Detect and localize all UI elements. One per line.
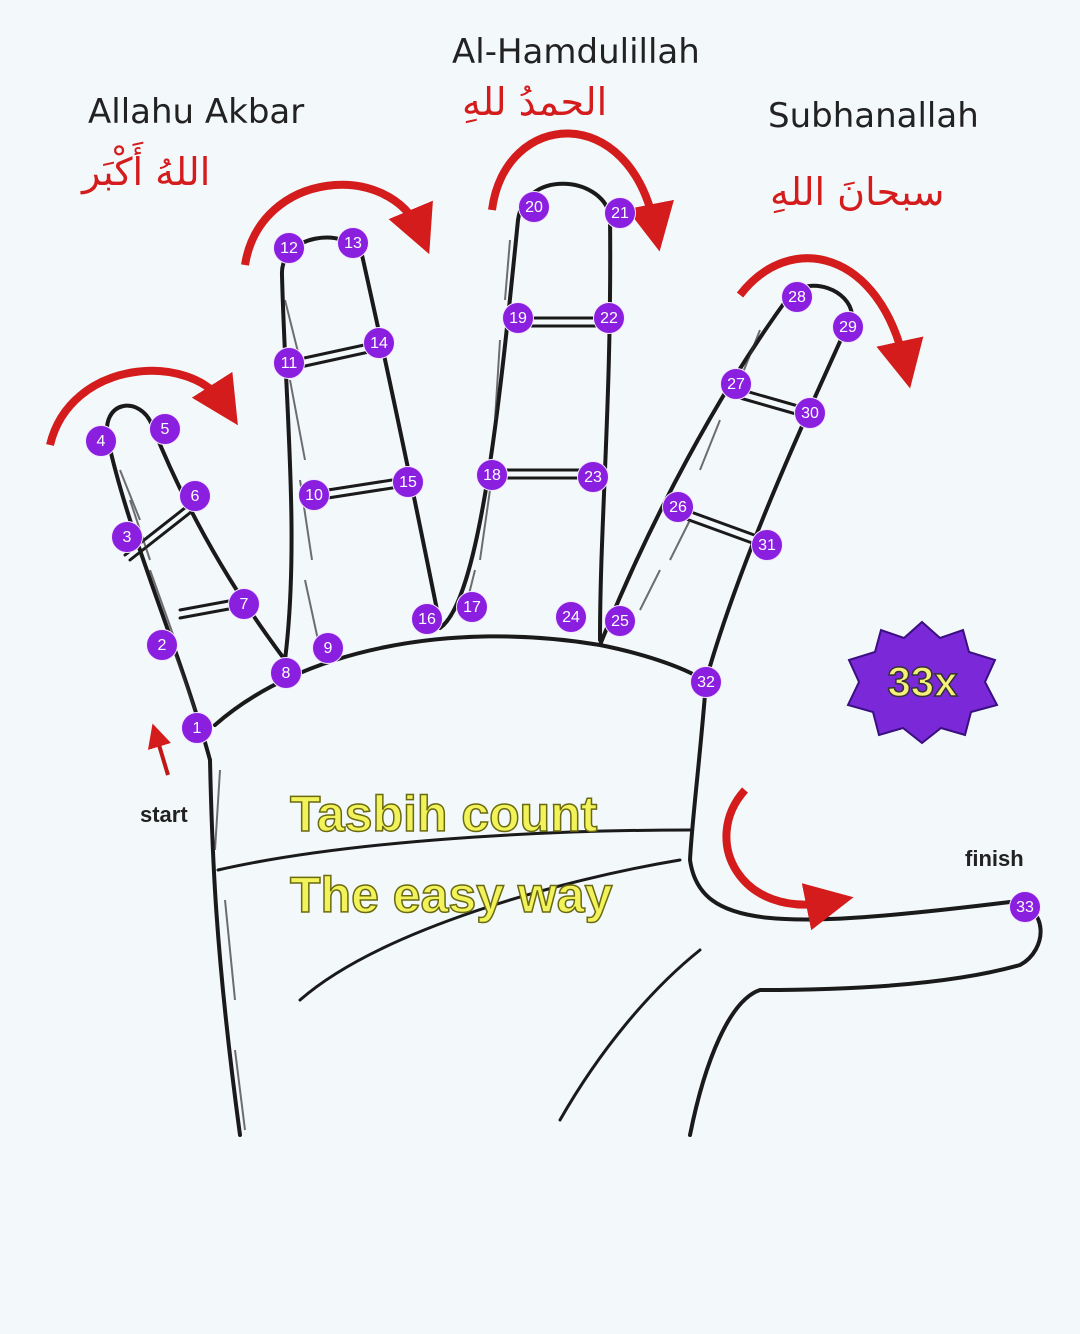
allahu-akbar-label: Allahu Akbar xyxy=(88,92,305,132)
count-marker-6: 6 xyxy=(179,480,211,512)
count-marker-1: 1 xyxy=(181,712,213,744)
count-marker-27: 27 xyxy=(720,368,752,400)
count-marker-20: 20 xyxy=(518,191,550,223)
count-badge: 33x xyxy=(845,620,1000,745)
start-label: start xyxy=(140,802,188,827)
alhamdulillah-arabic: الحمدُ للهِ xyxy=(462,80,608,124)
count-marker-30: 30 xyxy=(794,397,826,429)
count-marker-5: 5 xyxy=(149,413,181,445)
finish-label: finish xyxy=(965,846,1024,871)
count-marker-25: 25 xyxy=(604,605,636,637)
count-marker-29: 29 xyxy=(832,311,864,343)
count-marker-21: 21 xyxy=(604,197,636,229)
count-marker-4: 4 xyxy=(85,425,117,457)
count-marker-19: 19 xyxy=(502,302,534,334)
count-marker-28: 28 xyxy=(781,281,813,313)
count-marker-24: 24 xyxy=(555,601,587,633)
count-marker-26: 26 xyxy=(662,491,694,523)
starburst-icon xyxy=(846,620,999,745)
subhanallah-label: Subhanallah xyxy=(768,96,979,136)
count-marker-14: 14 xyxy=(363,327,395,359)
count-marker-33: 33 xyxy=(1009,891,1041,923)
count-marker-16: 16 xyxy=(411,603,443,635)
count-marker-10: 10 xyxy=(298,479,330,511)
count-marker-8: 8 xyxy=(270,657,302,689)
caption-line-2: The easy way xyxy=(289,866,613,924)
count-marker-32: 32 xyxy=(690,666,722,698)
count-marker-12: 12 xyxy=(273,232,305,264)
count-marker-23: 23 xyxy=(577,461,609,493)
count-marker-11: 11 xyxy=(273,347,305,379)
badge-text: 33x xyxy=(887,657,959,706)
alhamdulillah-label: Al-Hamdulillah xyxy=(452,32,700,72)
count-marker-3: 3 xyxy=(111,521,143,553)
count-marker-13: 13 xyxy=(337,227,369,259)
subhanallah-arabic: سبحانَ اللهِ xyxy=(770,170,945,214)
count-marker-7: 7 xyxy=(228,588,260,620)
allahu-akbar-arabic: اللهُ أَكْبَر xyxy=(82,150,211,194)
count-marker-31: 31 xyxy=(751,529,783,561)
count-marker-2: 2 xyxy=(146,629,178,661)
count-marker-17: 17 xyxy=(456,591,488,623)
count-marker-18: 18 xyxy=(476,459,508,491)
caption-line-1: Tasbih count xyxy=(289,785,598,843)
count-marker-15: 15 xyxy=(392,466,424,498)
count-marker-9: 9 xyxy=(312,632,344,664)
count-marker-22: 22 xyxy=(593,302,625,334)
